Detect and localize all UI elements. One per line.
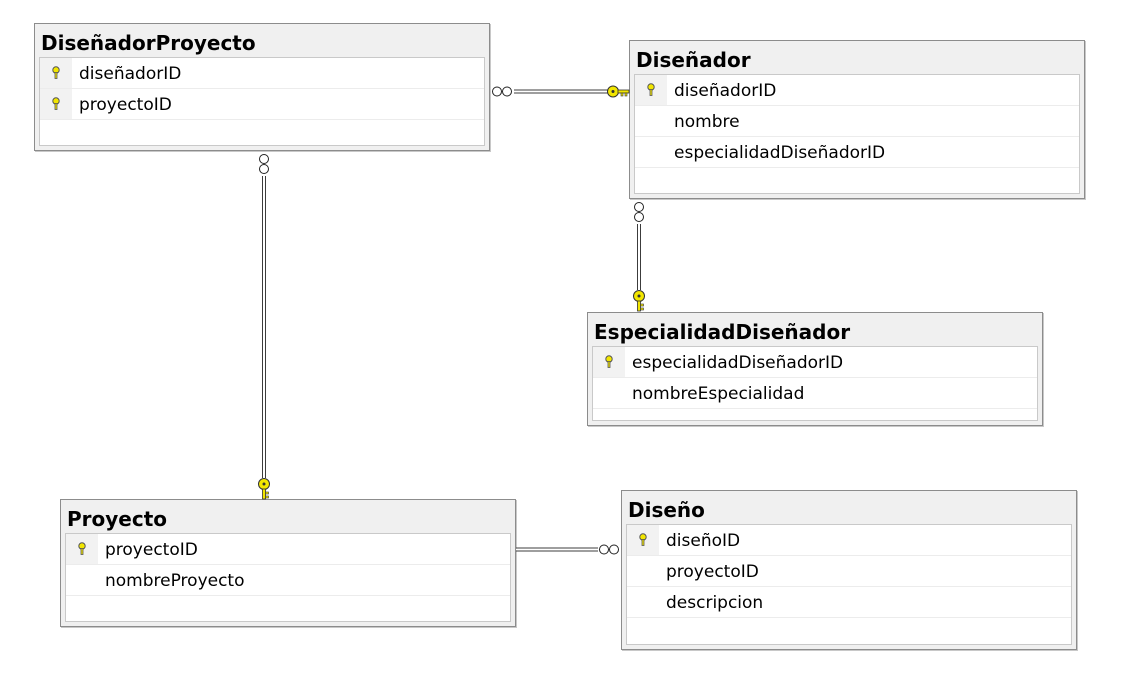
primary-key-icon bbox=[605, 355, 613, 368]
column-name: nombreEspecialidad bbox=[632, 384, 805, 404]
primary-key-icon bbox=[78, 542, 86, 555]
column-name: diseñadorID bbox=[674, 81, 777, 101]
column-name: diseñoID bbox=[666, 531, 741, 551]
table-title: Diseño bbox=[628, 498, 705, 522]
relationship-proyecto-diseno[interactable] bbox=[516, 544, 619, 555]
infinity-end-icon bbox=[634, 202, 644, 222]
column-name: diseñadorID bbox=[79, 64, 182, 84]
column-row-disenadorid[interactable]: diseñadorID bbox=[40, 58, 484, 89]
infinity-end-icon bbox=[492, 86, 512, 97]
column-list: especialidadDiseñadorID nombreEspecialid… bbox=[592, 346, 1038, 421]
key-end-icon bbox=[607, 85, 630, 98]
relationship-disenador-especialidad[interactable] bbox=[633, 202, 645, 312]
table-title: Proyecto bbox=[67, 507, 168, 531]
table-title: DiseñadorProyecto bbox=[41, 31, 256, 55]
table-especialidad-disenador[interactable]: EspecialidadDiseñador especialidadDiseña… bbox=[587, 312, 1043, 426]
column-name: nombre bbox=[674, 112, 740, 132]
key-end-icon bbox=[633, 290, 645, 312]
column-list: diseñadorID nombre especialidadDiseñador… bbox=[634, 74, 1080, 194]
infinity-end-icon bbox=[599, 544, 619, 555]
primary-key-cell bbox=[66, 534, 98, 564]
column-name: nombreProyecto bbox=[105, 571, 245, 591]
column-name: especialidadDiseñadorID bbox=[674, 143, 886, 163]
column-name: proyectoID bbox=[105, 540, 198, 560]
column-row-especialidaddisenadorid[interactable]: especialidadDiseñadorID bbox=[593, 347, 1037, 378]
relationship-disenadorproyecto-disenador[interactable] bbox=[492, 85, 630, 98]
primary-key-cell bbox=[635, 75, 667, 105]
column-name: especialidadDiseñadorID bbox=[632, 353, 844, 373]
column-row-especialidaddisenadorid[interactable]: especialidadDiseñadorID bbox=[635, 137, 1079, 168]
column-list: diseñoID proyectoID descripcion bbox=[626, 524, 1072, 645]
table-disenador[interactable]: Diseñador diseñadorID nombre especialida… bbox=[629, 40, 1085, 199]
key-end-icon bbox=[258, 478, 270, 500]
table-diseno[interactable]: Diseño diseñoID proyectoID descripcion bbox=[621, 490, 1077, 650]
column-row-nombreproyecto[interactable]: nombreProyecto bbox=[66, 565, 510, 596]
column-row-nombre[interactable]: nombre bbox=[635, 106, 1079, 137]
column-row-proyectoid[interactable]: proyectoID bbox=[627, 556, 1071, 587]
primary-key-icon bbox=[52, 97, 60, 110]
column-row-descripcion[interactable]: descripcion bbox=[627, 587, 1071, 618]
column-row-disenoid[interactable]: diseñoID bbox=[627, 525, 1071, 556]
table-disenador-proyecto[interactable]: DiseñadorProyecto diseñadorID proyectoID bbox=[34, 23, 490, 151]
column-row-disenadorid[interactable]: diseñadorID bbox=[635, 75, 1079, 106]
column-row-proyectoid[interactable]: proyectoID bbox=[40, 89, 484, 120]
table-title: Diseñador bbox=[636, 48, 751, 72]
primary-key-icon bbox=[647, 83, 655, 96]
table-title: EspecialidadDiseñador bbox=[594, 320, 851, 344]
relationship-disenadorproyecto-proyecto[interactable] bbox=[258, 154, 270, 500]
primary-key-cell bbox=[40, 58, 72, 88]
column-name: proyectoID bbox=[79, 95, 172, 115]
column-list: diseñadorID proyectoID bbox=[39, 57, 485, 146]
primary-key-icon bbox=[52, 66, 60, 79]
primary-key-cell bbox=[40, 89, 72, 119]
table-proyecto[interactable]: Proyecto proyectoID nombreProyecto bbox=[60, 499, 516, 627]
primary-key-icon bbox=[639, 533, 647, 546]
column-row-proyectoid[interactable]: proyectoID bbox=[66, 534, 510, 565]
column-name: proyectoID bbox=[666, 562, 759, 582]
primary-key-cell bbox=[627, 525, 659, 555]
column-row-nombreespecialidad[interactable]: nombreEspecialidad bbox=[593, 378, 1037, 409]
column-name: descripcion bbox=[666, 593, 764, 613]
infinity-end-icon bbox=[259, 154, 269, 174]
column-list: proyectoID nombreProyecto bbox=[65, 533, 511, 622]
primary-key-cell bbox=[593, 347, 625, 377]
